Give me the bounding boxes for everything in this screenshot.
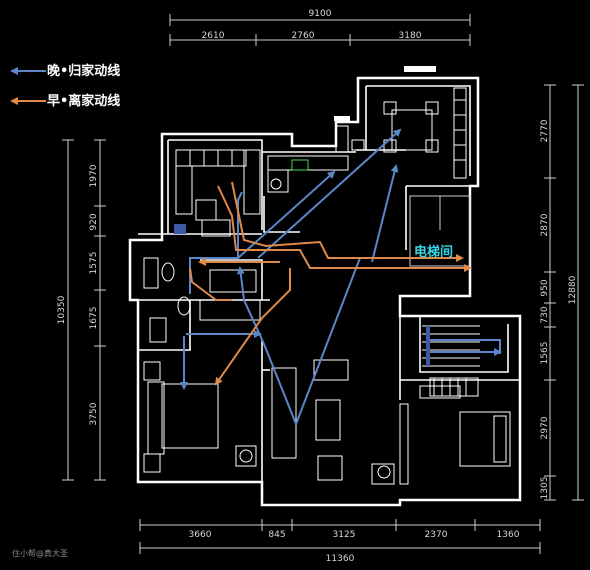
dim-left-segment: 3750	[89, 402, 99, 425]
dim-top-total: 9100	[309, 9, 332, 19]
dim-left-segment: 1970	[89, 164, 99, 187]
dim-right-segment: 1305	[540, 477, 550, 500]
dim-right-segment: 1565	[540, 342, 550, 365]
legend-morning-label: 早•离家动线	[47, 94, 121, 109]
dim-bottom-segment: 3660	[189, 530, 212, 540]
legend-evening-label: 晚•归家动线	[47, 64, 121, 79]
dim-top-segment: 2610	[202, 31, 225, 41]
dim-bottom-segment: 1360	[497, 530, 520, 540]
left-dimension-lines	[62, 139, 106, 481]
dining-table	[383, 87, 467, 179]
window-top	[404, 66, 436, 72]
dim-right-segment: 2970	[540, 416, 550, 439]
dim-bottom-total: 11360	[326, 554, 355, 564]
elevator-hall-label: 电梯间	[414, 245, 454, 260]
dim-bottom-segment: 845	[268, 530, 285, 540]
dim-right-segment: 950	[540, 279, 550, 296]
dim-right-segment: 2770	[540, 119, 550, 142]
dim-left-segment: 1675	[89, 307, 99, 330]
elevator-hall	[409, 195, 471, 267]
door-markers	[174, 224, 430, 366]
dim-bottom-segment: 2370	[425, 530, 448, 540]
dim-right-segment: 2870	[540, 213, 550, 236]
bathroom-fixtures	[143, 257, 261, 343]
dim-top-segment: 2760	[292, 31, 315, 41]
dim-bottom-segment: 3125	[333, 530, 356, 540]
dim-right-total: 12880	[568, 275, 578, 304]
dim-left-segment: 920	[89, 213, 99, 230]
dim-left-total: 10350	[57, 295, 67, 324]
watermark-text: 住小帮@真大圣	[12, 549, 68, 558]
window-small	[334, 116, 350, 121]
morning-leave-route	[189, 181, 472, 386]
dim-top-segment: 3180	[399, 31, 422, 41]
living-room-furniture	[271, 359, 409, 485]
bottom-dimension-lines	[139, 519, 541, 554]
bedroom-right-furniture	[419, 385, 511, 467]
exterior-walls	[128, 76, 522, 507]
right-dimension-lines	[544, 84, 584, 501]
dim-left-segment: 1575	[89, 252, 99, 275]
dim-right-segment: 730	[540, 306, 550, 323]
stairs	[422, 325, 480, 397]
top-dimension-lines	[169, 14, 471, 46]
kitchen-fixtures	[175, 125, 365, 237]
bedroom-left-furniture	[143, 361, 257, 473]
